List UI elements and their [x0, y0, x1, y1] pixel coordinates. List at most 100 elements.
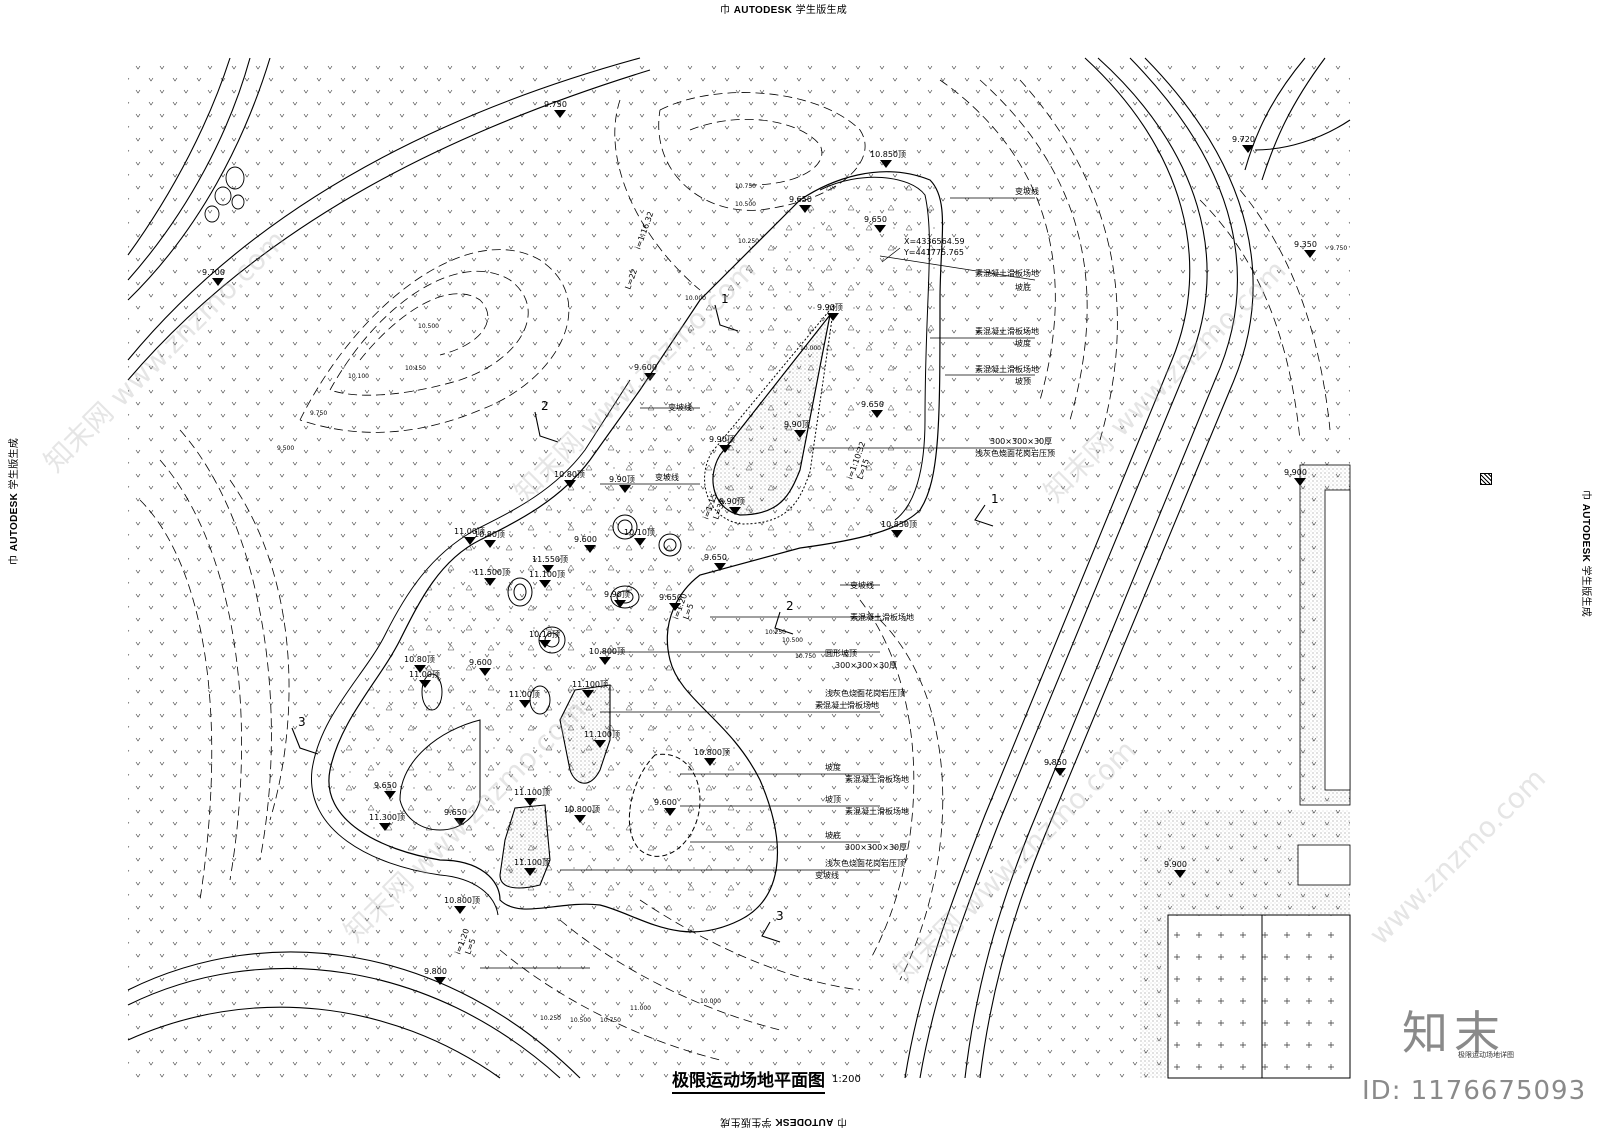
elevation-label: 9.650 [789, 195, 812, 204]
elevation-marker: 11.00顶 [509, 690, 540, 708]
elevation-triangle-icon [644, 373, 656, 381]
elevation-marker: 10.10顶 [624, 528, 655, 546]
callout-leaders [480, 197, 1036, 969]
elevation-triangle-icon [554, 110, 566, 118]
autodesk-stamp-top: 巾 AUTODESK 学生版生成 [720, 5, 848, 16]
middle-bowl [559, 684, 611, 784]
contour-label: 10.500 [418, 323, 439, 330]
section-number: 1 [721, 292, 729, 306]
contour-lines [139, 79, 1331, 1061]
elevation-label: 9.650 [374, 781, 397, 790]
elevation-triangle-icon [794, 430, 806, 438]
callout-label: 素混凝土滑板场地 [975, 364, 1039, 374]
contour-label: 10.250 [540, 1015, 561, 1022]
elevation-marker: 9.90顶 [817, 303, 843, 321]
rock-cluster [204, 166, 245, 223]
contour-label: 10.250 [738, 238, 759, 245]
section-number: 1 [991, 492, 999, 506]
section-mark-icon [291, 727, 319, 755]
elevation-triangle-icon [799, 205, 811, 213]
section-mark-icon [714, 304, 739, 332]
section-mark-icon [534, 411, 559, 443]
coordinate-y: Y=441775.765 [903, 248, 964, 257]
contour-label: 10.500 [782, 637, 803, 644]
callout-label: 坡底 [1015, 282, 1031, 292]
elevation-label: 9.600 [574, 535, 597, 544]
callout-label: 坡底 [825, 830, 841, 840]
elevation-triangle-icon [704, 758, 716, 766]
contour-label: 10.250 [765, 629, 786, 636]
section-mark-icon [974, 504, 994, 527]
section-mark: 2 [774, 599, 794, 635]
elevation-triangle-icon [414, 665, 426, 673]
callout-label: 坡顶 [825, 794, 841, 804]
elevation-label: 11.100顶 [514, 788, 550, 797]
znzmo-id: ID: 1176675093 [1362, 1076, 1587, 1106]
elevation-marker: 9.600 [469, 658, 492, 676]
elevation-label: 9.350 [1294, 240, 1317, 249]
elevation-triangle-icon [582, 690, 594, 698]
elevation-marker: 9.720 [1232, 135, 1255, 153]
elevation-label: 10.850顶 [881, 520, 917, 529]
contour-label: 10.000 [800, 345, 821, 352]
section-mark-icon [774, 611, 794, 635]
contour-label: 10.500 [735, 201, 756, 208]
elevation-label: 9.750 [544, 100, 567, 109]
elevation-marker: 9.90顶 [709, 435, 735, 453]
callout-label: 浅灰色烧面花岗岩压顶 [825, 688, 905, 698]
elevation-triangle-icon [379, 823, 391, 831]
elevation-marker: 10.800顶 [564, 805, 600, 823]
elevation-label: 9.90顶 [709, 435, 735, 444]
elevation-label: 9.650 [861, 400, 884, 409]
znzmo-logo-text: 知末 [1402, 1006, 1506, 1060]
callout-label: 圆形坡顶 [825, 648, 857, 658]
elevation-triangle-icon [619, 485, 631, 493]
elevation-label: 9.800 [424, 967, 447, 976]
section-mark: 1 [974, 492, 999, 527]
elevation-label: 9.90顶 [604, 590, 630, 599]
elevation-triangle-icon [594, 740, 606, 748]
elevation-marker: 11.550顶 [532, 555, 568, 573]
elevation-marker: 11.300顶 [369, 813, 405, 831]
elevation-label: 9.650 [704, 553, 727, 562]
elevation-marker: 9.650 [659, 593, 682, 611]
elevation-label: 10.10顶 [624, 528, 655, 537]
elevation-label: 10.800顶 [564, 805, 600, 814]
callout-label: 变坡线 [1015, 186, 1039, 196]
elevation-label: 9.900 [1284, 468, 1307, 477]
elevation-marker: 9.900 [1284, 468, 1307, 486]
callout-label: 变坡线 [815, 870, 839, 880]
elevation-markers: 9.7509.7009.7209.35010.850顶9.6509.6509.9… [202, 100, 1317, 985]
elevation-label: 9.600 [469, 658, 492, 667]
contour-label: 9.500 [277, 445, 294, 452]
elevation-marker: 11.00顶 [409, 670, 440, 688]
elevation-marker: 11.100顶 [584, 730, 620, 748]
contour-label: 10.750 [600, 1017, 621, 1024]
elevation-marker: 10.800顶 [694, 748, 730, 766]
elevation-triangle-icon [584, 545, 596, 553]
callout-label: 坡度 [825, 762, 841, 772]
callout-label: 素混凝土滑板场地 [850, 612, 914, 622]
skate-park-boundary [328, 171, 944, 933]
elevation-marker: 10.80顶 [474, 530, 505, 548]
section-number: 2 [541, 399, 549, 413]
elevation-marker: 9.600 [654, 798, 677, 816]
callout-label: 素混凝土滑板场地 [975, 326, 1039, 336]
contour-label: 10.100 [348, 373, 369, 380]
elevation-marker: 10.80顶 [554, 470, 585, 488]
elevation-triangle-icon [384, 791, 396, 799]
section-number: 3 [298, 715, 306, 729]
elevation-marker: 10.800顶 [444, 896, 480, 914]
elevation-label: 11.100顶 [572, 680, 608, 689]
elevation-triangle-icon [1242, 145, 1254, 153]
elevation-triangle-icon [524, 868, 536, 876]
callout-label: 浅灰色烧面花岗岩压顶 [825, 858, 905, 868]
elevation-label: 9.900 [1164, 860, 1187, 869]
callout-label: 素混凝土滑板场地 [845, 774, 909, 784]
elevation-marker: 9.750 [544, 100, 567, 118]
elevation-marker: 9.650 [864, 215, 887, 233]
callout-label: 变坡线 [850, 580, 874, 590]
callout-label: 300×300×30厚 [845, 843, 907, 852]
contour-label: 10.150 [405, 365, 426, 372]
